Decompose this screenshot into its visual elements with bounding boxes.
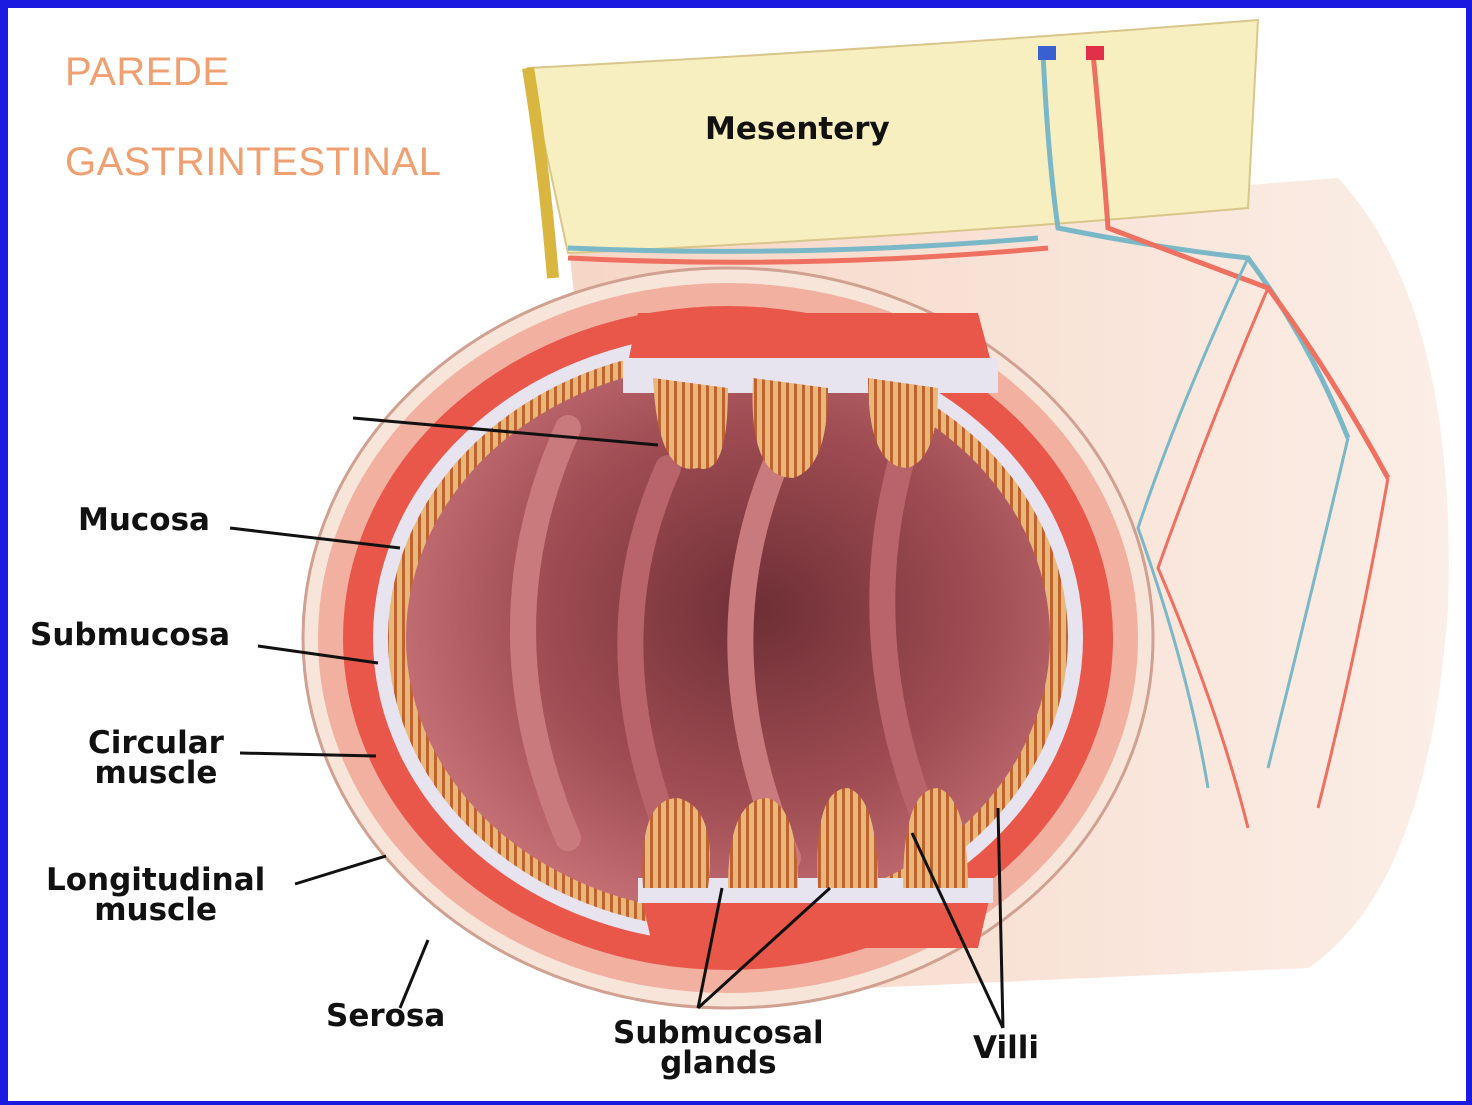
label-longitudinal-muscle-line2: muscle bbox=[46, 895, 265, 925]
label-submucosal-glands-line2: glands bbox=[613, 1048, 824, 1078]
diagram-frame: PAREDE GASTRINTESTINAL Mesentery Mucosa … bbox=[8, 8, 1466, 1101]
title-line-2: GASTRINTESTINAL bbox=[65, 140, 441, 185]
title-line-1: PAREDE bbox=[65, 50, 230, 95]
label-circular-muscle-line2: muscle bbox=[88, 758, 224, 788]
label-circular-muscle-line1: Circular bbox=[88, 728, 224, 758]
label-longitudinal-muscle: Longitudinal muscle bbox=[46, 865, 265, 925]
label-circular-muscle: Circular muscle bbox=[88, 728, 224, 788]
label-submucosa: Submucosa bbox=[30, 620, 230, 650]
label-submucosal-glands-line1: Submucosal bbox=[613, 1018, 824, 1048]
villi-folds-top bbox=[653, 378, 938, 478]
label-mucosa: Mucosa bbox=[78, 505, 210, 535]
label-longitudinal-muscle-line1: Longitudinal bbox=[46, 865, 265, 895]
label-villi: Villi bbox=[973, 1033, 1039, 1063]
label-submucosal-glands: Submucosal glands bbox=[613, 1018, 824, 1078]
label-serosa: Serosa bbox=[326, 1001, 445, 1031]
label-mesentery: Mesentery bbox=[705, 114, 890, 144]
